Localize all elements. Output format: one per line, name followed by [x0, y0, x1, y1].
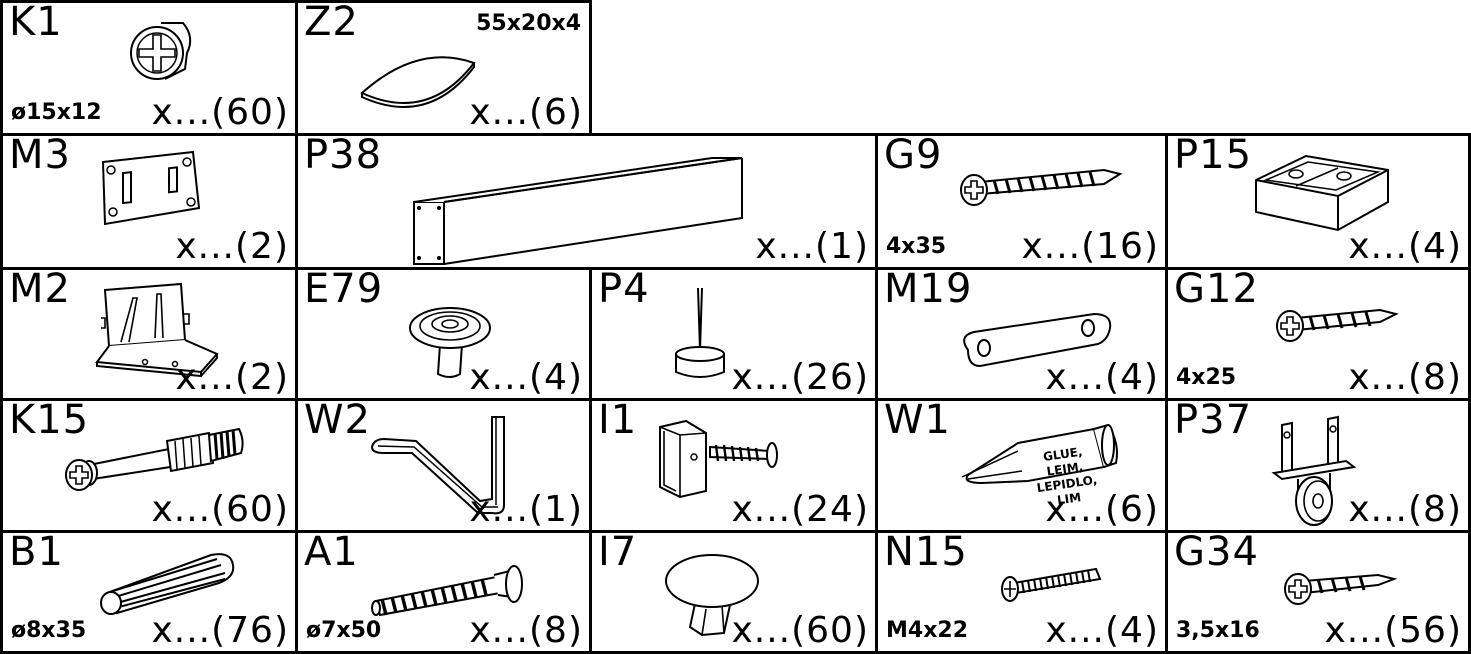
part-code: M19 — [884, 267, 973, 312]
biscuit-icon — [358, 53, 478, 113]
part-quantity: x...(56) — [1324, 610, 1462, 651]
part-code: A1 — [304, 530, 359, 575]
part-quantity: x...(4) — [1348, 226, 1462, 267]
part-quantity: x...(60) — [151, 92, 289, 133]
part-code: P37 — [1174, 398, 1253, 443]
part-size: 4x25 — [1176, 365, 1237, 390]
part-i7: I7 x...(60) — [589, 530, 878, 654]
part-quantity: x...(4) — [1045, 357, 1159, 398]
cover-cap-icon — [662, 549, 762, 645]
part-code: N15 — [884, 530, 968, 575]
part-quantity: x...(1) — [755, 226, 869, 267]
part-g34: G34 3,5x16 x...(56) — [1165, 530, 1471, 654]
part-quantity: x...(6) — [469, 92, 583, 133]
part-code: K15 — [9, 398, 90, 443]
part-p38: P38 x...(1) — [295, 133, 878, 270]
part-p4: P4 x...(26) — [589, 267, 878, 401]
part-quantity: x...(8) — [469, 610, 583, 651]
square-tube-icon — [408, 152, 748, 268]
part-code: M3 — [9, 133, 71, 178]
part-code: K1 — [9, 0, 63, 45]
part-code: I1 — [598, 398, 638, 443]
part-quantity: x...(60) — [731, 610, 869, 651]
part-code: W1 — [884, 398, 951, 443]
part-p15: P15 x...(4) — [1165, 133, 1471, 270]
part-size: 4x35 — [886, 234, 947, 259]
part-quantity: x...(26) — [731, 357, 869, 398]
part-i1: I1 x...(24) — [589, 398, 878, 533]
part-code: M2 — [9, 267, 71, 312]
machine-screw-icon — [996, 559, 1106, 609]
part-quantity: x...(1) — [469, 489, 583, 530]
part-a1: A1 ø7x50 x...(8) — [295, 530, 592, 654]
part-w1: W1 GLUE, LEIM, LEPIDLO, LIM x...(6) — [875, 398, 1168, 533]
knob-icon — [406, 292, 496, 382]
part-quantity: x...(6) — [1045, 489, 1159, 530]
glue-tube-icon — [958, 415, 1138, 495]
wooden-dowel-icon — [93, 547, 243, 617]
part-size: 3,5x16 — [1176, 618, 1260, 643]
part-quantity: x...(4) — [469, 357, 583, 398]
part-e79: E79 x...(4) — [295, 267, 592, 401]
part-m19: M19 x...(4) — [875, 267, 1168, 401]
wood-screw-icon — [960, 156, 1124, 206]
part-z2: Z2 55x20x4 x...(6) — [295, 0, 592, 136]
anchor-bolt-icon — [366, 551, 536, 621]
nail-glide-icon — [670, 284, 730, 384]
part-n15: N15 M4x22 x...(4) — [875, 530, 1168, 654]
part-code: B1 — [9, 530, 64, 575]
part-k15: K15 x...(60) — [0, 398, 298, 533]
wood-screw-icon — [1284, 573, 1398, 605]
part-quantity: x...(2) — [175, 357, 289, 398]
part-code: Z2 — [304, 0, 359, 45]
part-size: ø15x12 — [11, 100, 102, 125]
part-code: P38 — [304, 133, 383, 178]
part-w2: W2 x...(1) — [295, 398, 592, 533]
angle-bracket-icon — [93, 280, 223, 376]
connector-plate-icon — [958, 310, 1118, 370]
part-quantity: x...(8) — [1348, 489, 1462, 530]
part-code: G9 — [884, 133, 943, 178]
part-g9: G9 4x35 x...(16) — [875, 133, 1168, 270]
part-p37: P37 x...(8) — [1165, 398, 1471, 533]
plastic-foot-icon — [1252, 150, 1392, 236]
part-code: W2 — [304, 398, 371, 443]
part-b1: B1 ø8x35 x...(76) — [0, 530, 298, 654]
part-quantity: x...(24) — [731, 489, 869, 530]
cam-lock-icon — [121, 17, 201, 87]
part-quantity: x...(60) — [151, 489, 289, 530]
part-quantity: x...(76) — [151, 610, 289, 651]
corner-block-screw-icon — [650, 417, 790, 507]
part-g12: G12 4x25 x...(8) — [1165, 267, 1471, 401]
part-code: P4 — [598, 267, 650, 312]
part-code: G12 — [1174, 267, 1259, 312]
part-quantity: x...(16) — [1021, 226, 1159, 267]
part-code: P15 — [1174, 133, 1253, 178]
part-code: I7 — [598, 530, 638, 575]
allen-key-icon — [368, 411, 528, 521]
part-m2: M2 x...(2) — [0, 267, 298, 401]
part-code: G34 — [1174, 530, 1259, 575]
part-size: 55x20x4 — [476, 11, 581, 36]
part-m3: M3 x...(2) — [0, 133, 298, 270]
wood-screw-icon — [1276, 292, 1400, 342]
part-quantity: x...(2) — [175, 226, 289, 267]
part-size: ø8x35 — [11, 618, 87, 643]
cam-bolt-icon — [65, 413, 249, 491]
part-quantity: x...(4) — [1045, 610, 1159, 651]
mounting-plate-icon — [95, 148, 205, 230]
part-quantity: x...(8) — [1348, 357, 1462, 398]
part-size: ø7x50 — [306, 618, 382, 643]
part-code: E79 — [304, 267, 384, 312]
part-k1: K1 ø15x12 x...(60) — [0, 0, 298, 136]
part-size: M4x22 — [886, 618, 969, 643]
caster-wheel-icon — [1270, 415, 1360, 531]
